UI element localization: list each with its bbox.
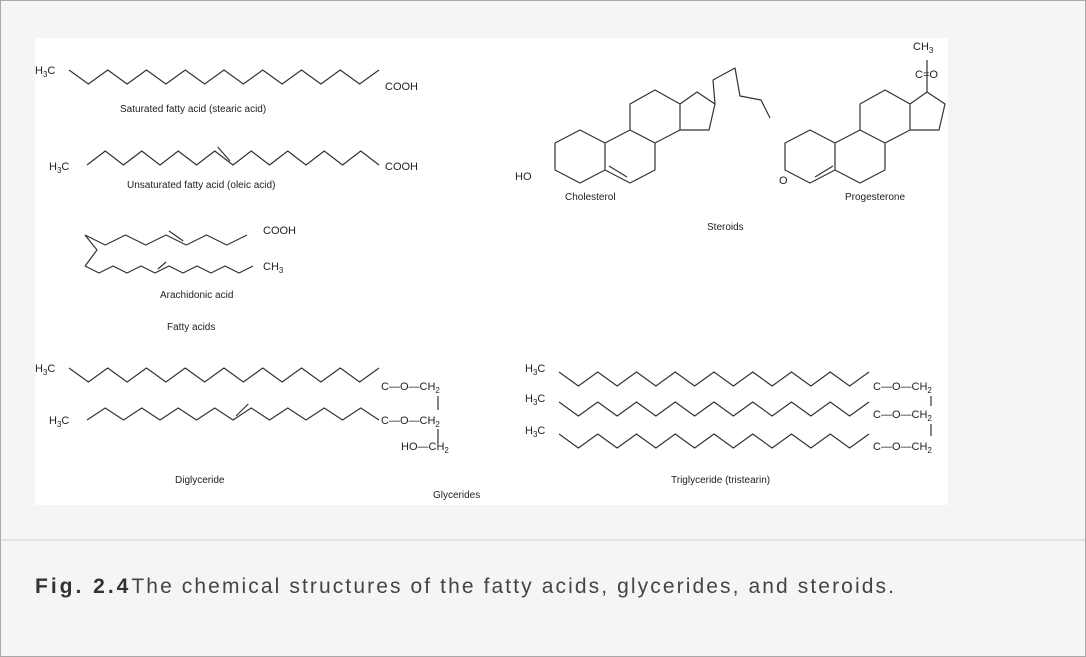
stearic-label: Saturated fatty acid (stearic acid) (120, 104, 266, 115)
h3c-triglyceride-2: H3C (525, 393, 545, 407)
cholesterol-rings (554, 67, 771, 184)
progesterone-o: O (779, 175, 788, 187)
progesterone-ketone: C=O (915, 69, 938, 81)
arachidonic-upper (84, 234, 248, 246)
cooh-arachidonic: COOH (263, 225, 296, 237)
arachidonic-ring (84, 234, 98, 267)
progesterone-double-bond (814, 165, 834, 178)
cholesterol-double-bond (608, 165, 628, 178)
cooh-stearic: COOH (385, 81, 418, 93)
ho-ch2: HO—CH2 (401, 441, 449, 455)
arachidonic-upper-double-bond (168, 230, 184, 242)
h3c-oleic: H3C (49, 161, 69, 175)
triglyceride-chain-1 (558, 371, 870, 387)
arachidonic-label: Arachidonic acid (160, 290, 233, 301)
h3c-stearic: H3C (35, 65, 55, 79)
oleic-chain (86, 150, 380, 166)
cholesterol-ho: HO (515, 171, 532, 183)
progesterone-rings (784, 60, 946, 184)
chemical-structures-diagram: H3C COOH Saturated fatty acid (stearic aci… (35, 41, 946, 501)
stearic-chain (68, 69, 380, 85)
figure-number: Fig. 2.4 (35, 575, 132, 598)
h3c-diglyceride-1: H3C (35, 363, 55, 377)
cooh-oleic: COOH (385, 161, 418, 173)
bond-lines (68, 60, 946, 449)
steroids-label: Steroids (707, 222, 744, 233)
oleic-label: Unsaturated fatty acid (oleic acid) (127, 180, 275, 191)
ester-2: C—O—CH2 (381, 415, 440, 429)
glycerides-label: Glycerides (433, 490, 480, 501)
diglyceride-chain-1 (68, 367, 380, 383)
h3c-triglyceride-1: H3C (525, 363, 545, 377)
h3c-diglyceride-2: H3C (49, 415, 69, 429)
arachidonic-lower (84, 265, 254, 274)
text-labels: H3C COOH Saturated fatty acid (stearic aci… (35, 41, 938, 501)
caption-text: The chemical structures of the fatty aci… (131, 575, 897, 598)
h3c-triglyceride-3: H3C (525, 425, 545, 439)
diglyceride-chain-2-double-bond (235, 403, 249, 417)
fatty-acids-label: Fatty acids (167, 322, 215, 333)
triglyceride-label: Triglyceride (tristearin) (671, 475, 770, 486)
ch3-arachidonic: CH3 (263, 261, 284, 275)
diglyceride-label: Diglyceride (175, 475, 225, 486)
triglyceride-chain-3 (558, 433, 870, 449)
progesterone-ch3: CH3 (913, 41, 934, 55)
tri-ester-2: C—O—CH2 (873, 409, 932, 423)
ester-1: C—O—CH2 (381, 381, 440, 395)
progesterone-label: Progesterone (845, 192, 905, 203)
figure-caption: Fig. 2.4The chemical structures of the f… (35, 575, 1085, 599)
tri-ester-3: C—O—CH2 (873, 441, 932, 455)
tri-ester-1: C—O—CH2 (873, 381, 932, 395)
arachidonic-lower-double-bond (157, 261, 167, 270)
triglyceride-chain-2 (558, 401, 870, 417)
oleic-chain-double-bond (217, 146, 231, 162)
diglyceride-chain-2 (86, 407, 380, 421)
caption-divider (1, 539, 1085, 541)
figure-image: H3C COOH Saturated fatty acid (stearic aci… (35, 38, 948, 505)
cholesterol-label: Cholesterol (565, 192, 616, 203)
